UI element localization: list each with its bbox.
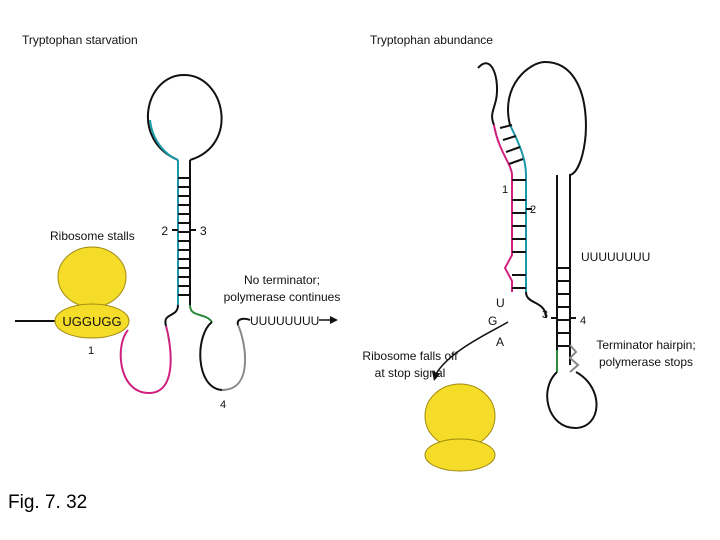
linker-3-green <box>189 304 213 323</box>
terminator-bottom-loop <box>546 371 598 430</box>
left-region-4-label: 4 <box>220 399 226 411</box>
region-2-loop-segment <box>149 119 179 161</box>
left-region-1-label: 1 <box>88 345 94 357</box>
right-panel: Tryptophan abundance 1 2 <box>362 33 696 472</box>
figure-caption: Fig. 7. 32 <box>8 492 88 513</box>
left-region-3-label: 3 <box>200 224 207 238</box>
linker-1-2 <box>164 304 179 327</box>
region-4-loop-black <box>199 321 223 391</box>
base-pairs-3-4 <box>557 267 570 347</box>
region-4-segment <box>221 324 247 391</box>
region-2-to-3-loop <box>525 291 547 319</box>
polymerase-stops-label: polymerase stops <box>599 355 693 369</box>
region-4-segment <box>568 344 580 373</box>
continue-arrow-head <box>330 316 338 324</box>
ribosome-falls-off-label: Ribosome falls off <box>362 349 458 363</box>
terminator-hairpin-label: Terminator hairpin; <box>596 338 695 352</box>
stop-signal-label: at stop signal <box>375 366 446 380</box>
region-1-segment <box>493 124 513 292</box>
region-4-to-tail <box>236 317 251 326</box>
falls-off-arrow <box>435 321 509 375</box>
right-region-1-label: 1 <box>502 184 508 196</box>
left-panel: Tryptophan starvation 2 3 <box>15 33 340 411</box>
right-region-2-label: 2 <box>530 204 536 216</box>
left-region-2-label: 2 <box>161 224 168 238</box>
hairpin-2-3-loop <box>146 73 223 161</box>
region-1-segment <box>119 325 172 395</box>
released-ribosome-small-subunit <box>424 438 496 472</box>
trp-codons-text: UGGUGG <box>62 314 121 329</box>
released-ribosome-large-subunit <box>424 383 496 449</box>
right-panel-title: Tryptophan abundance <box>370 33 493 47</box>
left-poly-u-tail: UUUUUUUU <box>250 314 319 328</box>
stalled-ribosome-large-subunit <box>57 246 127 308</box>
stop-codon-g: G <box>488 314 497 328</box>
polymerase-continues-label: polymerase continues <box>224 290 341 304</box>
no-terminator-label: No terminator; <box>244 273 320 287</box>
hairpin-1-2-connector <box>509 124 527 176</box>
ribosome-stalls-label: Ribosome stalls <box>50 229 135 243</box>
base-pairs-1-2 <box>499 124 526 289</box>
base-pairs-2-3 <box>178 177 190 296</box>
stalled-ribosome-small-subunit <box>54 303 130 339</box>
falls-off-arrow-head <box>432 371 440 381</box>
stop-codon-u: U <box>496 296 505 310</box>
leader-curl <box>477 62 498 126</box>
left-panel-title: Tryptophan starvation <box>22 33 138 47</box>
right-region-3-label: 3 <box>542 309 548 321</box>
stop-codon-a: A <box>496 335 504 349</box>
right-region-4-label: 4 <box>580 315 586 327</box>
right-poly-u-tail: UUUUUUUU <box>581 250 650 264</box>
hairpin-3-4-top-loop <box>507 60 587 365</box>
